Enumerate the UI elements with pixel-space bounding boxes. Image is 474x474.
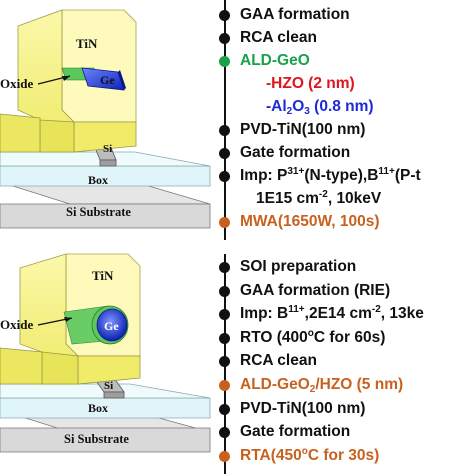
step-bullet-icon [219, 450, 230, 462]
bottom-ge-label: Ge [104, 319, 119, 333]
step-bullet-icon [219, 427, 230, 439]
step-bullet-icon [219, 171, 230, 182]
step-text: GAA formation (RIE) [240, 281, 391, 299]
top-tin-label: TiN [76, 36, 98, 51]
step-bullet-icon [219, 332, 230, 344]
bottom-tin-label: TiN [92, 268, 114, 283]
step-bullet-icon [219, 148, 230, 159]
top-ge-label: Ge [100, 73, 115, 87]
step-text: Imp: P31+(N-type),B11+(P-t [240, 166, 421, 185]
step-text: RTA(450oC for 30s) [240, 445, 380, 464]
top-box-label: Box [88, 173, 108, 187]
step-text: RTO (400oC for 60s) [240, 327, 386, 346]
step-text: ALD-GeO2/HZO (5 nm) [240, 376, 404, 395]
step-text: MWA(1650W, 100s) [240, 213, 380, 230]
step-bullet-icon [219, 10, 230, 21]
step-bullet-icon [219, 285, 230, 297]
step-bullet-icon [219, 262, 230, 273]
top_flow-timeline [224, 0, 226, 240]
top-si-label: Si [103, 143, 112, 155]
step-text: -Al2O3 (0.8 nm) [266, 98, 374, 117]
bottom-substrate-front [0, 427, 211, 453]
step-text: GAA formation [240, 6, 350, 23]
bottom-device: TiN Oxide Ge Si Box Si Substrate [0, 253, 211, 453]
bottom-substrate-label: Si Substrate [64, 432, 129, 446]
step-bullet-icon [219, 217, 230, 228]
step-bullet-icon [219, 380, 230, 391]
step-bullet-icon [219, 56, 230, 67]
step-text: PVD-TiN(100 nm) [240, 121, 366, 138]
top-substrate-front [0, 203, 211, 229]
step-bullet-icon [219, 125, 230, 136]
step-text: SOI preparation [240, 258, 357, 275]
step-text: Gate formation [240, 144, 351, 161]
step-text: ALD-GeO [240, 52, 310, 69]
step-bullet-icon [219, 403, 230, 415]
top-device: TiN Oxide Ge Si Box Si Substrate [0, 9, 211, 229]
step-text: PVD-TiN(100 nm) [240, 399, 366, 417]
step-bullet-icon [219, 309, 230, 321]
bottom-oxide-label: Oxide [0, 317, 33, 332]
step-text: -HZO (2 nm) [266, 75, 355, 92]
step-text: 1E15 cm-2, 10keV [256, 189, 382, 208]
bottom-ge-rod [96, 308, 128, 342]
step-text: Imp: B11+,2E14 cm-2, 13ke [240, 304, 424, 323]
step-bullet-icon [219, 33, 230, 44]
top-tin-back [61, 9, 137, 123]
bottom-box-label: Box [88, 401, 108, 415]
bottom-si-label: Si [104, 380, 113, 392]
step-text: Gate formation [240, 423, 351, 441]
step-text: RCA clean [240, 352, 317, 370]
top-oxide-label: Oxide [0, 76, 33, 91]
top-substrate-label: Si Substrate [66, 205, 131, 219]
step-bullet-icon [219, 356, 230, 368]
step-text: RCA clean [240, 29, 317, 46]
